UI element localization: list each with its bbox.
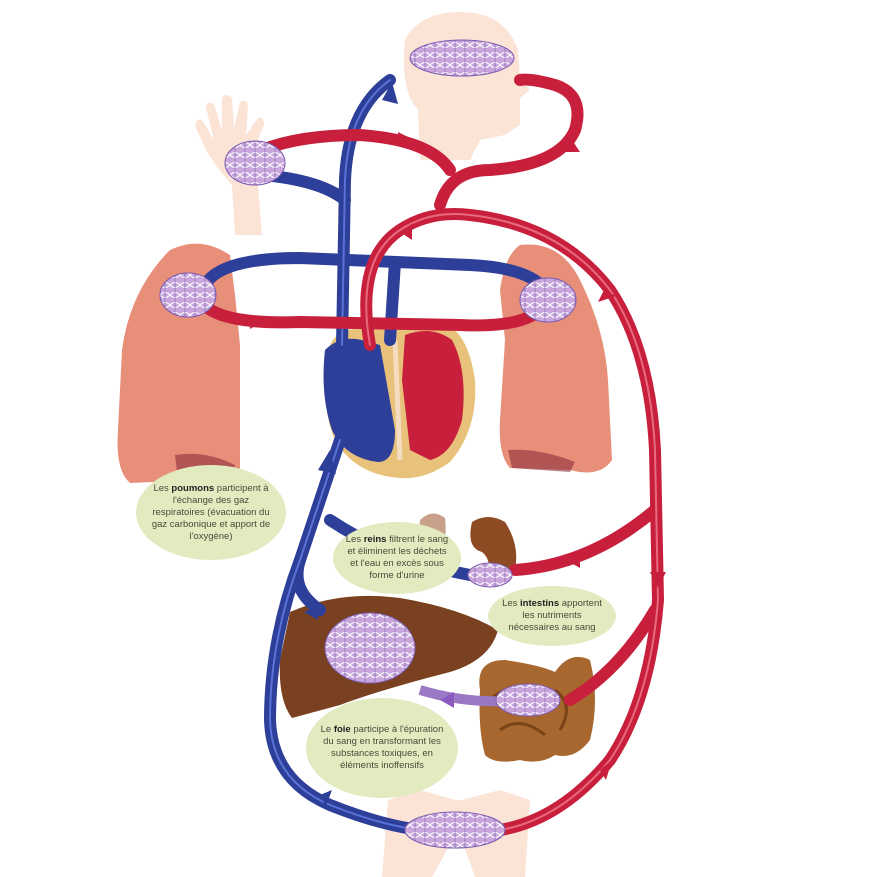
callout-kidneys-suffix: filtrent le sang et éliminent les déchet…	[347, 534, 449, 581]
renal-artery	[509, 504, 661, 576]
liver-capillaries	[324, 612, 416, 684]
hand-artery	[256, 128, 456, 176]
head-silhouette	[403, 12, 530, 160]
arrow-ivc	[318, 450, 336, 474]
arrow-hand-artery	[398, 132, 410, 146]
callout-intestines-keyword: intestins	[520, 598, 560, 609]
arrow-pulm-right	[455, 259, 468, 271]
callout-kidneys-prefix: Les	[345, 534, 364, 545]
arrow-portal	[304, 606, 318, 620]
venous-vessel-highlights	[268, 79, 421, 831]
callout-lungs-keyword: poumons	[171, 482, 215, 494]
legs-capillaries	[404, 811, 506, 849]
head-capillaries	[409, 39, 515, 77]
heart-septum	[392, 339, 403, 461]
callout-lungs-suffix: participent à l'échange des gaz respirat…	[151, 482, 271, 542]
arrow-aorta-top	[400, 224, 412, 240]
hand-capillaries	[224, 140, 286, 186]
capillary-beds	[159, 39, 577, 849]
kidney	[470, 517, 517, 581]
head-artery	[434, 73, 584, 211]
callout-liver: Le foie participe à l'épuration du sang …	[306, 698, 458, 798]
left-heart-chambers	[402, 331, 464, 460]
arrow-renal	[566, 552, 580, 568]
pulmonary-vein	[194, 294, 546, 332]
arrow-head-artery	[562, 140, 580, 152]
callout-liver-prefix: Le	[320, 724, 334, 735]
arrow-pulm-left	[292, 252, 305, 264]
callout-kidneys-keyword: reins	[363, 534, 387, 545]
kidney-capillaries	[467, 562, 513, 588]
heart	[323, 322, 476, 479]
callout-lungs: Les poumons participent à l'échange des …	[136, 465, 286, 560]
right-heart-chambers	[323, 338, 395, 462]
callout-intestines-suffix: apportent les nutriments nécessaires au …	[508, 598, 602, 633]
arterial-vessel-highlights	[365, 213, 660, 831]
arrow-aorta-right	[598, 290, 616, 302]
callout-lungs-prefix: Les	[153, 482, 172, 494]
left-lung-capillaries	[519, 277, 577, 323]
callout-intestines-prefix: Les	[502, 598, 521, 609]
mesenteric-artery	[564, 604, 661, 706]
arrow-legs-artery	[600, 760, 612, 780]
arrow-head-vein	[382, 82, 398, 104]
flow-arrows	[250, 82, 666, 806]
arrow-liver-intestine	[440, 692, 454, 708]
left-lung-shade	[508, 449, 575, 472]
callout-liver-keyword: foie	[333, 724, 351, 735]
arrow-pulmvein-left	[250, 315, 262, 329]
arrow-legs-vein	[320, 790, 332, 806]
callout-kidneys: Les reins filtrent le sang et éliminent …	[333, 522, 461, 594]
callout-intestines: Les intestins apportent les nutriments n…	[488, 586, 616, 646]
arrow-aorta-low	[650, 572, 666, 588]
hepatic-portal	[291, 554, 326, 616]
right-lung-capillaries	[159, 272, 217, 318]
callout-liver-suffix: participe à l'épuration du sang en trans…	[323, 724, 444, 771]
intestine-capillaries	[495, 683, 561, 717]
